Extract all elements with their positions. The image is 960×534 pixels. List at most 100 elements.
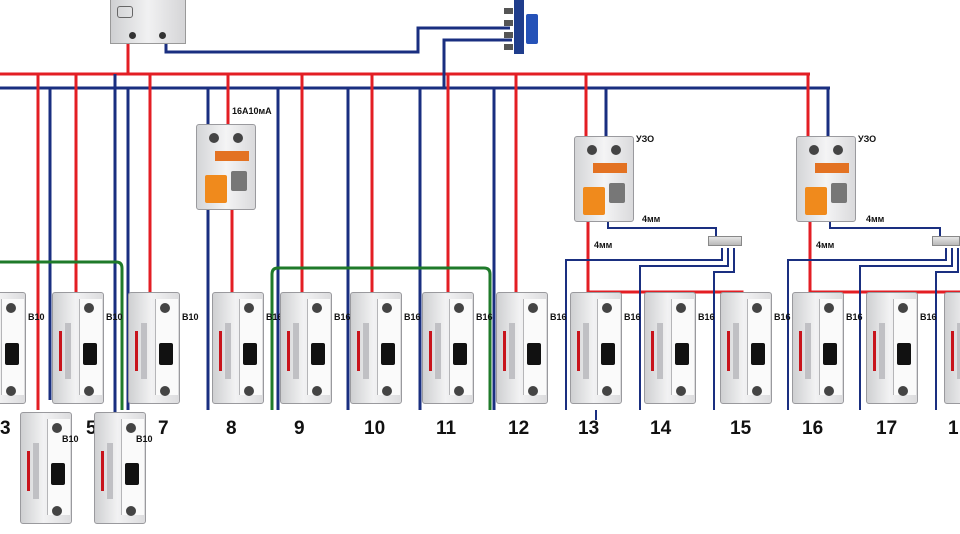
breaker-lever xyxy=(897,343,911,365)
rcd-screw xyxy=(233,133,243,143)
rcd-screw xyxy=(209,133,219,143)
breaker-icon xyxy=(0,292,26,404)
breaker-stripe xyxy=(141,323,147,379)
rcd-test-button xyxy=(831,183,847,203)
group-number-label: 7 xyxy=(158,418,169,439)
breaker-screw xyxy=(52,423,62,433)
rcd-icon xyxy=(796,136,856,222)
group-number-label: 13 xyxy=(578,418,600,439)
breaker-screw xyxy=(244,303,254,313)
breaker-screw xyxy=(454,303,464,313)
breaker-stripe xyxy=(657,323,663,379)
group-number-label: 8 xyxy=(226,418,237,439)
breaker-screw xyxy=(528,386,538,396)
breaker-stripe xyxy=(33,443,39,499)
wire-gauge-label: 4мм xyxy=(594,240,613,250)
breaker-red-line xyxy=(59,331,62,371)
busbar-screw xyxy=(504,8,513,14)
group-number-label: 9 xyxy=(294,418,305,439)
breaker-icon xyxy=(570,292,622,404)
breaker-icon xyxy=(52,292,104,404)
breaker-rating-label: B16 xyxy=(266,312,283,322)
breaker-screw xyxy=(126,506,136,516)
meter-terminal xyxy=(129,32,136,39)
rcd-indicator xyxy=(215,151,249,161)
breaker-rating-label: B16 xyxy=(846,312,863,322)
rcd-screw xyxy=(611,145,621,155)
breaker-lever xyxy=(243,343,257,365)
wire-gauge-label: 4мм xyxy=(866,214,885,224)
breaker-icon xyxy=(350,292,402,404)
breaker-lever xyxy=(675,343,689,365)
breaker-rating-label: B16 xyxy=(334,312,351,322)
rcd-label: УЗО xyxy=(636,134,655,144)
breaker-screw xyxy=(898,303,908,313)
breaker-icon xyxy=(496,292,548,404)
breaker-stripe xyxy=(733,323,739,379)
rcdB-phase-out xyxy=(808,222,960,294)
ground-loop-left xyxy=(0,260,124,410)
rcdA-n1 xyxy=(565,248,723,410)
breaker-screw xyxy=(602,303,612,313)
group-number-label: 1 xyxy=(948,418,959,439)
neutral-busbar-icon xyxy=(500,0,540,60)
breaker-red-line xyxy=(651,331,654,371)
breaker-red-line xyxy=(799,331,802,371)
rcdB-n2 xyxy=(859,248,953,410)
breaker-icon xyxy=(20,412,72,524)
breaker-rating-label: B16 xyxy=(550,312,567,322)
rcd-icon xyxy=(574,136,634,222)
breaker-stripe xyxy=(435,323,441,379)
rcd-screw xyxy=(833,145,843,155)
breaker-lever xyxy=(601,343,615,365)
neutral-terminal-bar xyxy=(708,236,742,246)
breaker-lever xyxy=(823,343,837,365)
breaker-lever xyxy=(751,343,765,365)
group-number-label: 17 xyxy=(876,418,898,439)
breaker-lever xyxy=(5,343,19,365)
breaker-rating-label: B16 xyxy=(476,312,493,322)
breaker-screw xyxy=(382,303,392,313)
breaker-screw xyxy=(454,386,464,396)
breaker-red-line xyxy=(429,331,432,371)
breaker-screw xyxy=(824,386,834,396)
group-number-label: 5 xyxy=(86,418,97,439)
breaker-rating-label: B10 xyxy=(28,312,45,322)
breaker-screw xyxy=(126,423,136,433)
breaker-stripe xyxy=(583,323,589,379)
breaker-screw xyxy=(676,303,686,313)
breaker-icon xyxy=(944,292,960,404)
breaker-red-line xyxy=(357,331,360,371)
breaker-stripe xyxy=(293,323,299,379)
breaker-lever xyxy=(83,343,97,365)
breaker-red-line xyxy=(101,451,104,491)
breaker-screw xyxy=(676,386,686,396)
breaker-rating-label: B10 xyxy=(136,434,153,444)
breaker-rating-label: B10 xyxy=(106,312,123,322)
breaker-icon xyxy=(866,292,918,404)
breaker-rating-label: B16 xyxy=(404,312,421,322)
breaker-lever xyxy=(159,343,173,365)
meter-terminal xyxy=(159,32,166,39)
breaker-red-line xyxy=(727,331,730,371)
breaker-lever xyxy=(381,343,395,365)
breaker-red-line xyxy=(577,331,580,371)
busbar-clip xyxy=(526,14,538,44)
breaker-icon xyxy=(212,292,264,404)
rcd-screw xyxy=(587,145,597,155)
rcd-indicator xyxy=(593,163,627,173)
breaker-lever xyxy=(311,343,325,365)
rcd-rating-label: 16А10мА xyxy=(232,106,272,116)
group-number-label: 15 xyxy=(730,418,752,439)
breaker-icon xyxy=(128,292,180,404)
breaker-screw xyxy=(52,506,62,516)
group-number-label: 3 xyxy=(0,418,11,439)
breaker-red-line xyxy=(287,331,290,371)
breaker-rating-label: B10 xyxy=(62,434,79,444)
breaker-screw xyxy=(84,303,94,313)
breaker-rating-label: B16 xyxy=(698,312,715,322)
breaker-lever xyxy=(125,463,139,485)
rcd-screw xyxy=(809,145,819,155)
breaker-red-line xyxy=(219,331,222,371)
breaker-screw xyxy=(528,303,538,313)
